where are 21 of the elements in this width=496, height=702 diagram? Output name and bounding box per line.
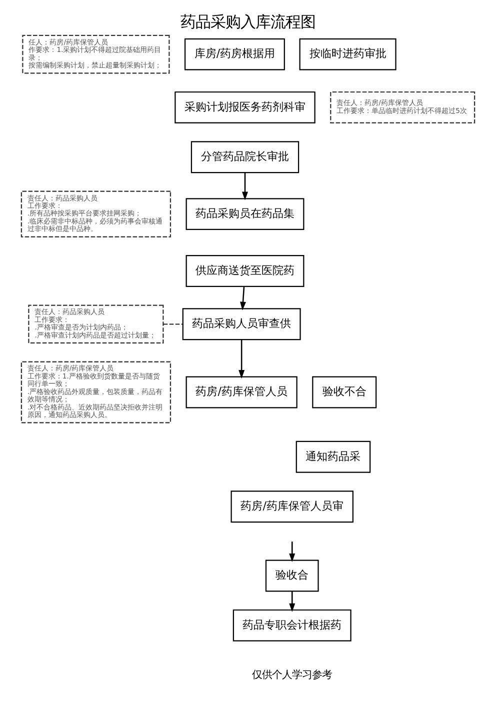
node-box: 药房/药库保管人员审 (230, 490, 354, 523)
arrow (289, 591, 296, 612)
node-box: 药房/药库保管人员 (186, 376, 298, 408)
node-box: 采购计划报医务药剂科审 (174, 91, 316, 124)
node-box: 药品采购员在药品集 (186, 198, 304, 230)
label: 仅供个人学习参考 (252, 668, 332, 681)
node-box: 库房/药房根据用 (184, 38, 285, 70)
node-box: 药品采购人员审查供 (182, 308, 301, 340)
node-box: 分管药品院长审批 (190, 141, 300, 174)
node-box: 药品专职会计根据药 (232, 609, 352, 642)
connector (162, 324, 184, 325)
diagram-title: 药品采购入库流程图 (180, 13, 316, 32)
node-box: 验收不合 (312, 376, 377, 408)
node-box: 通知药品采 (296, 440, 371, 473)
arrow (238, 340, 245, 379)
arrow (289, 542, 296, 562)
node-box: 验收合 (265, 560, 319, 592)
node-box: 供应商送货至医院药 (186, 255, 304, 287)
arrow (240, 286, 246, 310)
arrow (242, 172, 248, 200)
node-box: 按临时进药审批 (299, 38, 396, 70)
